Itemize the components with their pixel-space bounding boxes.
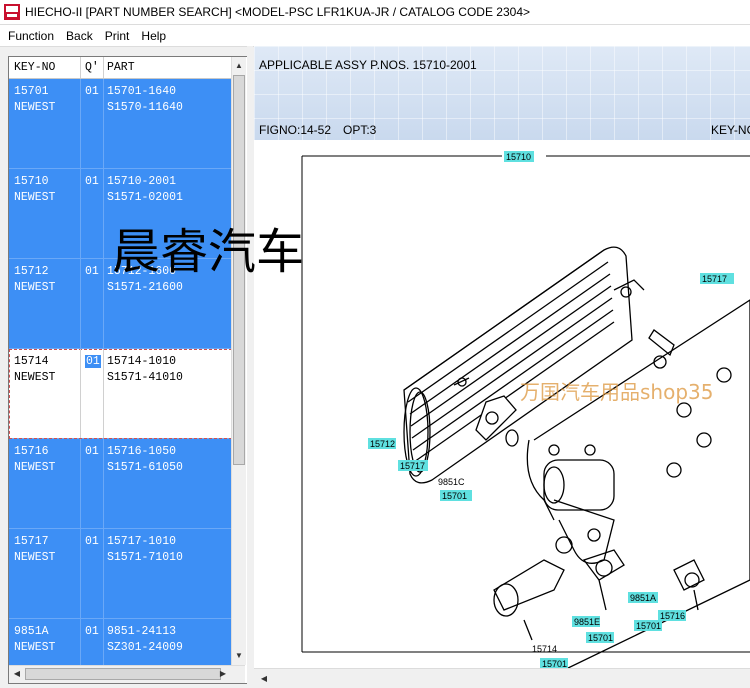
header-key-no[interactable]: KEY-NO: [14, 61, 56, 74]
row-status: NEWEST: [14, 641, 56, 654]
row-key: 15701: [14, 85, 49, 98]
row-key: 15712: [14, 265, 49, 278]
row-qty: 01: [85, 625, 99, 638]
diagram-panel: APPLICABLE ASSY P.NOS. 15710-2001 FIGNO:…: [254, 46, 750, 688]
scroll-right-arrow-icon[interactable]: ▶: [219, 669, 227, 678]
diagram-label[interactable]: 15701: [636, 621, 661, 631]
diagram-label[interactable]: 15701: [542, 659, 567, 669]
list-scroll-thumb[interactable]: [233, 75, 245, 465]
diagram-label[interactable]: 9851A: [630, 593, 656, 603]
figure-number: FIGNO:14-52: [259, 123, 332, 137]
row-qty: 01: [85, 265, 99, 278]
diagram-label[interactable]: 9851C: [438, 477, 465, 487]
row-status: NEWEST: [14, 281, 56, 294]
row-part: 15701-1640: [107, 85, 177, 98]
window-title: HIECHO-II [PART NUMBER SEARCH] <MODEL-PS…: [25, 5, 531, 19]
row-part-alt: S1571-21600: [107, 281, 183, 294]
row-qty[interactable]: 01: [85, 355, 101, 368]
diagram-label[interactable]: 15701: [588, 633, 613, 643]
diagram-horizontal-scrollbar[interactable]: ◀: [254, 668, 750, 688]
parts-diagram[interactable]: 15710 15717 15712 15717 9851C 15701 1571…: [254, 140, 750, 670]
row-key: 15710: [14, 175, 49, 188]
row-part: 15712-1600: [107, 265, 177, 278]
row-qty: 01: [85, 445, 99, 458]
row-part-alt: S1570-11640: [107, 101, 183, 114]
row-part: 15714-1010: [107, 355, 177, 368]
option-number: OPT:3: [343, 123, 377, 137]
diagram-label[interactable]: 15712: [370, 439, 395, 449]
row-status: NEWEST: [14, 371, 56, 384]
list-horizontal-scrollbar[interactable]: ◀ ▶: [9, 665, 245, 683]
row-qty: 01: [85, 535, 99, 548]
title-bar: HIECHO-II [PART NUMBER SEARCH] <MODEL-PS…: [0, 0, 750, 25]
row-part-alt: S1571-61050: [107, 461, 183, 474]
row-part: 15710-2001: [107, 175, 177, 188]
panel-splitter[interactable]: [247, 46, 253, 688]
row-status: NEWEST: [14, 551, 56, 564]
menu-help[interactable]: Help: [141, 28, 167, 43]
list-hscroll-thumb[interactable]: [25, 668, 221, 680]
row-key: 15717: [14, 535, 49, 548]
menu-bar: Function Back Print Help: [0, 25, 750, 47]
row-qty: 01: [85, 85, 99, 98]
row-qty: 01: [85, 175, 99, 188]
scroll-left-arrow-icon[interactable]: ◀: [260, 674, 268, 683]
row-status: NEWEST: [14, 191, 56, 204]
row-key: 15716: [14, 445, 49, 458]
row-part: 15716-1050: [107, 445, 177, 458]
row-status: NEWEST: [14, 101, 56, 114]
row-key: 15714: [14, 355, 49, 368]
row-key: 9851A: [14, 625, 49, 638]
key-no-label: KEY-NO: [711, 123, 750, 137]
row-part: 9851-24113: [107, 625, 177, 638]
row-part-alt: S1571-02001: [107, 191, 183, 204]
header-qty[interactable]: Q': [85, 61, 99, 74]
diagram-label[interactable]: 15716: [660, 611, 685, 621]
diagram-label[interactable]: 15717: [400, 461, 425, 471]
menu-print[interactable]: Print: [104, 28, 130, 43]
row-status: NEWEST: [14, 461, 56, 474]
row-part-alt: S1571-71010: [107, 551, 183, 564]
menu-back[interactable]: Back: [66, 28, 93, 43]
menu-function[interactable]: Function: [8, 28, 55, 43]
diagram-label[interactable]: 15717: [702, 274, 727, 284]
diagram-info-band: APPLICABLE ASSY P.NOS. 15710-2001 FIGNO:…: [254, 46, 750, 140]
app-logo-icon: [4, 4, 20, 20]
row-part-alt: SZ301-24009: [107, 641, 183, 654]
diagram-label[interactable]: 9851E: [574, 617, 600, 627]
diagram-label[interactable]: 15710: [506, 152, 531, 162]
applicable-assy: APPLICABLE ASSY P.NOS. 15710-2001: [259, 58, 477, 72]
row-part-alt: S1571-41010: [107, 371, 183, 384]
list-vertical-scrollbar[interactable]: ▲ ▼: [231, 57, 246, 665]
scroll-up-arrow-icon[interactable]: ▲: [235, 61, 243, 70]
diagram-label[interactable]: 15701: [442, 491, 467, 501]
header-part[interactable]: PART: [107, 61, 135, 74]
scroll-down-arrow-icon[interactable]: ▼: [235, 651, 243, 660]
scroll-left-arrow-icon[interactable]: ◀: [13, 669, 21, 678]
row-part: 15717-1010: [107, 535, 177, 548]
diagram-label[interactable]: 15714: [532, 644, 557, 654]
list-header: KEY-NO Q' PART: [9, 57, 237, 79]
